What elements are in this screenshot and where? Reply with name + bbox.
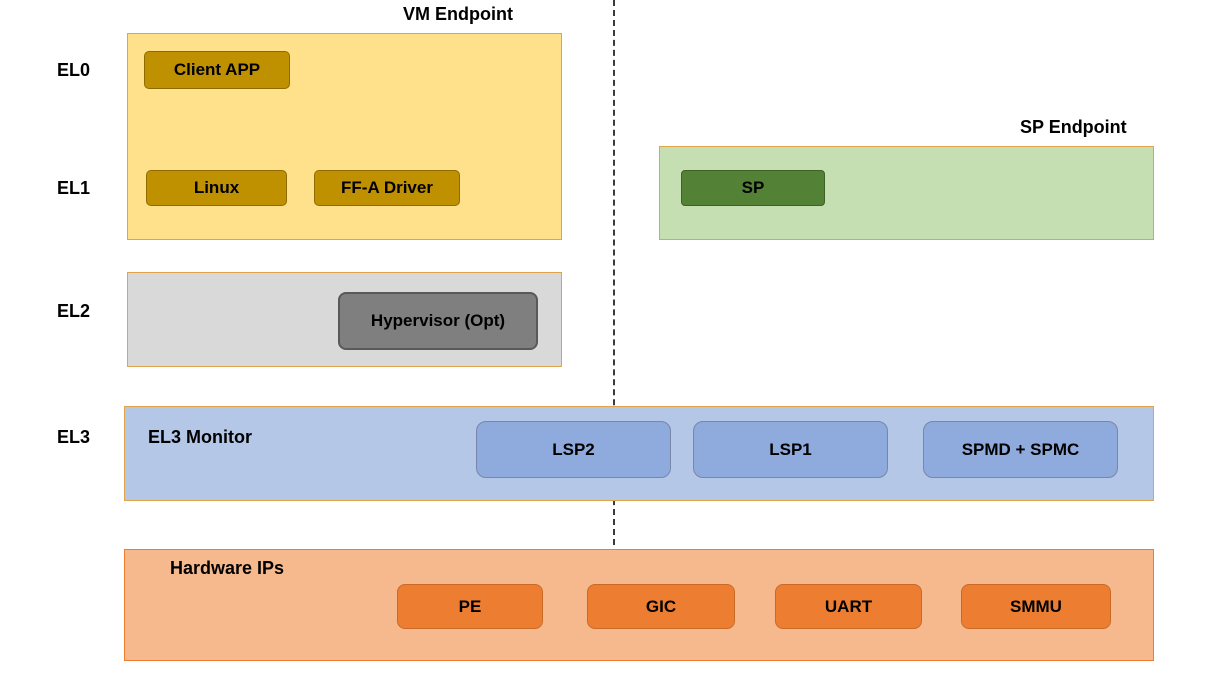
hardware-ips-title: Hardware IPs xyxy=(170,558,285,578)
sp-endpoint-title: SP Endpoint xyxy=(1020,117,1127,137)
sp-box: SP xyxy=(681,170,825,206)
lsp1-box: LSP1 xyxy=(693,421,888,478)
vm-endpoint-title: VM Endpoint xyxy=(403,4,513,24)
el2-label: EL2 xyxy=(57,301,91,321)
el3-monitor-title: EL3 Monitor xyxy=(148,427,252,447)
gic-box: GIC xyxy=(587,584,735,629)
el1-label: EL1 xyxy=(57,178,91,198)
pe-box: PE xyxy=(397,584,543,629)
ffa-driver-box: FF-A Driver xyxy=(314,170,460,206)
lsp2-box: LSP2 xyxy=(476,421,671,478)
vm-sp-boundary-dashed-line xyxy=(613,0,615,545)
linux-box: Linux xyxy=(146,170,287,206)
hypervisor-box: Hypervisor (Opt) xyxy=(338,292,538,350)
el0-label: EL0 xyxy=(57,60,91,80)
el3-label: EL3 xyxy=(57,427,91,447)
client-app-box: Client APP xyxy=(144,51,290,89)
spmd-spmc-box: SPMD + SPMC xyxy=(923,421,1118,478)
uart-box: UART xyxy=(775,584,922,629)
smmu-box: SMMU xyxy=(961,584,1111,629)
